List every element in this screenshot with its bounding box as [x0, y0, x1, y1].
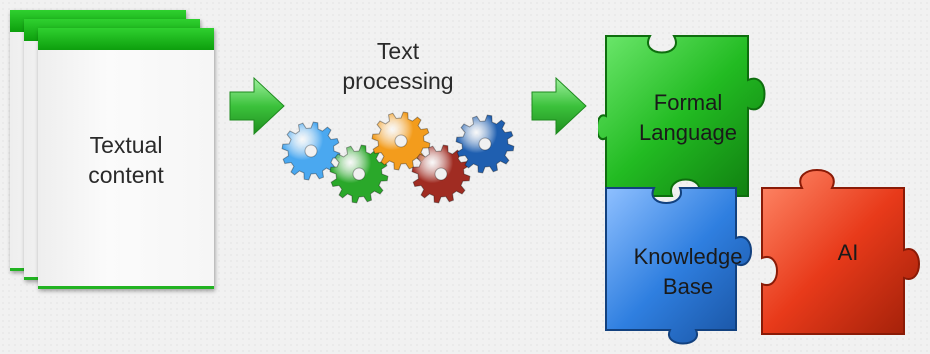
puzzle-piece-icon	[761, 169, 920, 335]
gear-icon	[411, 144, 471, 204]
knowledge-base-label: Knowledge Base	[633, 244, 743, 299]
gear-icon	[329, 144, 389, 204]
gear-icon	[281, 121, 341, 181]
gear-icon	[371, 111, 431, 171]
arrow-right-icon	[229, 76, 285, 136]
formal-language-label: Formal Language	[639, 90, 737, 145]
document-icon	[38, 28, 214, 289]
textual-content-label: Textual content	[88, 132, 164, 188]
text-processing-label: Text processing	[342, 38, 454, 94]
ai-label: AI	[837, 240, 859, 265]
puzzle-piece-icon	[605, 187, 752, 345]
gear-icon	[455, 114, 515, 174]
arrow-right-icon	[531, 76, 587, 136]
puzzle-piece-icon	[598, 35, 766, 197]
